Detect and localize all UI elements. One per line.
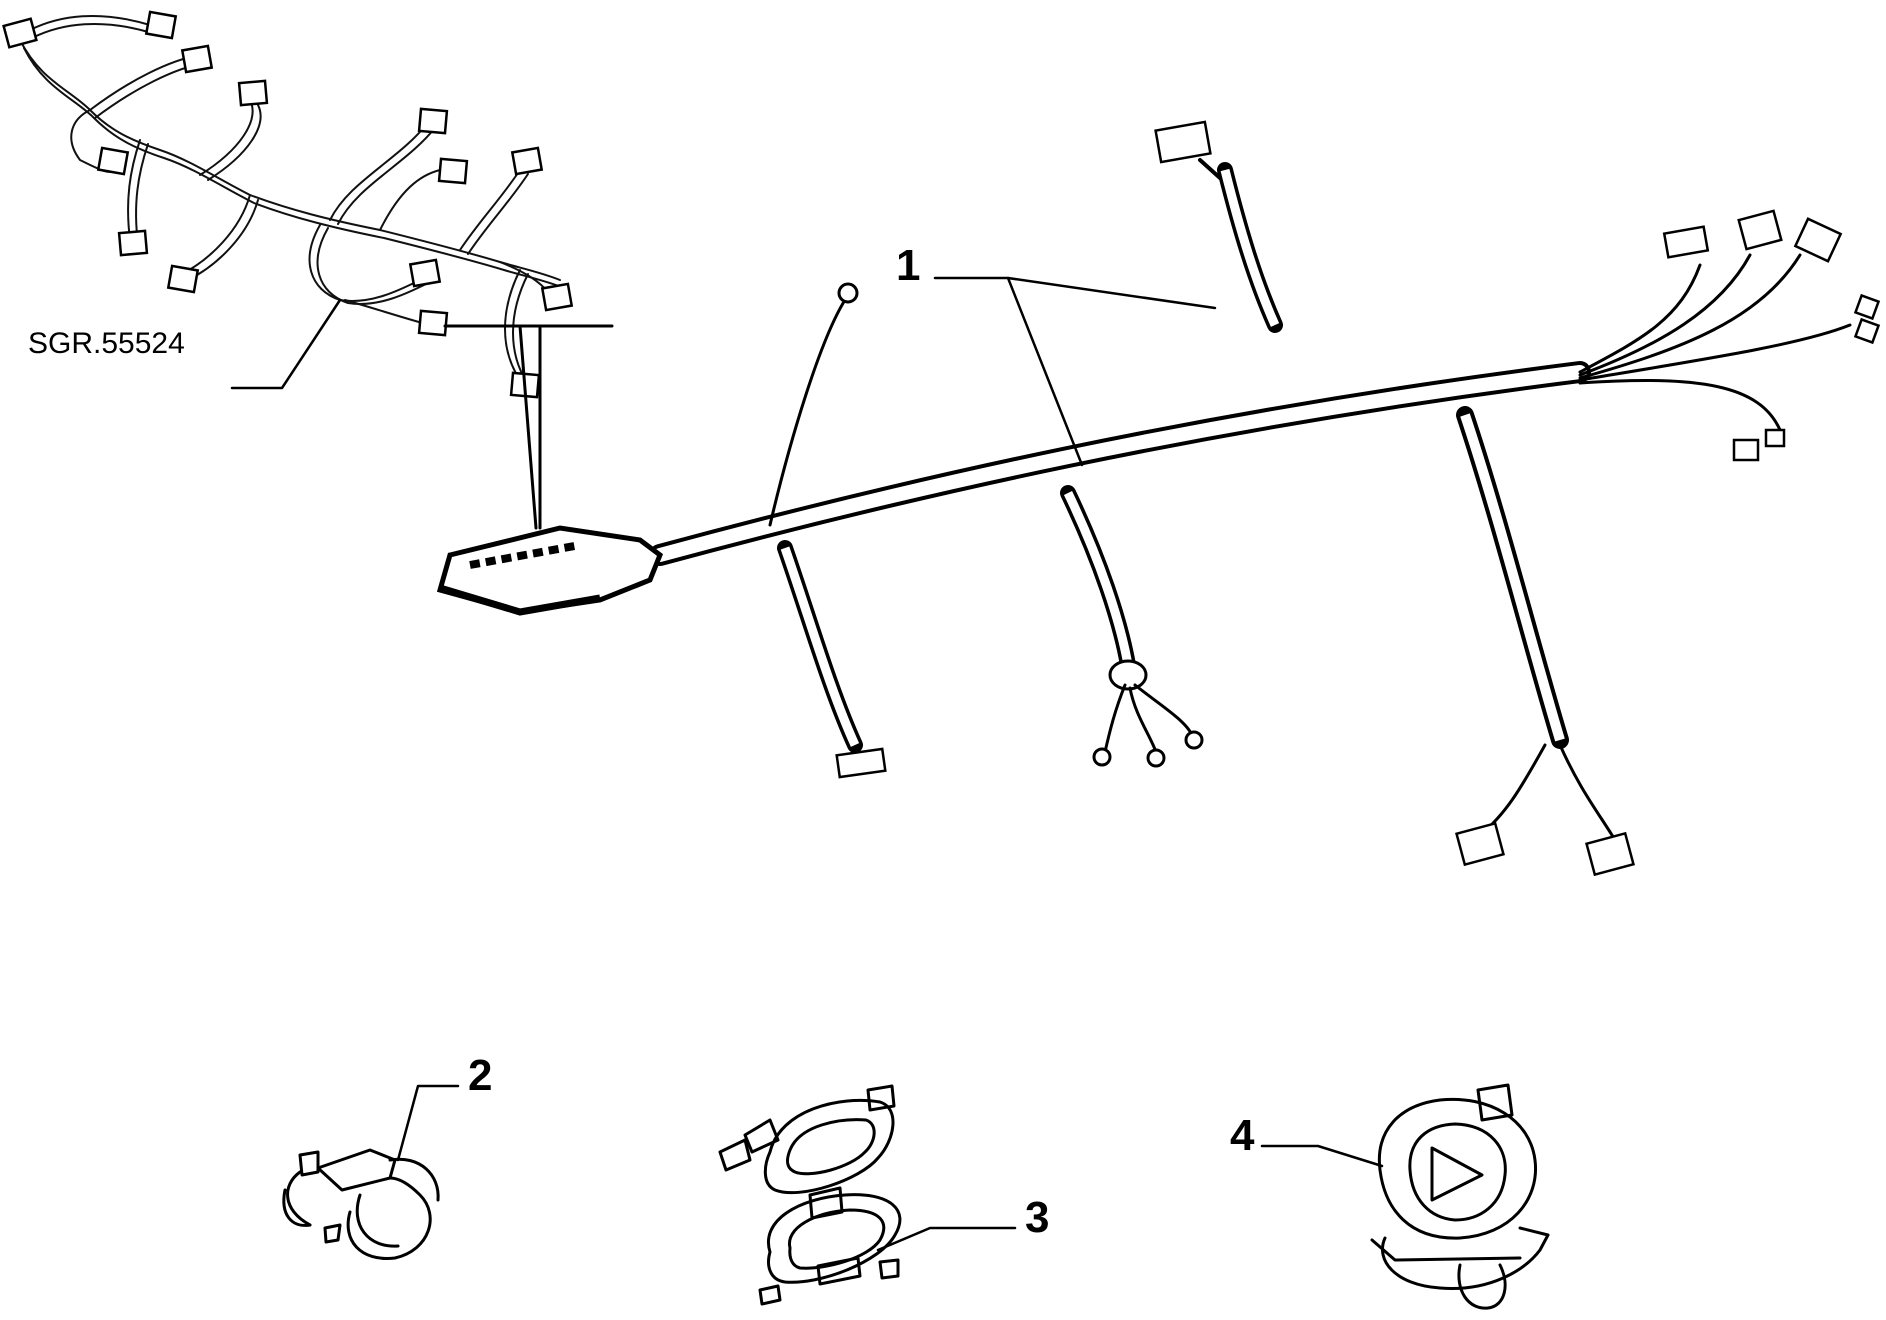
callout-1-label: 1 bbox=[896, 241, 920, 290]
lower-connector-right bbox=[1585, 831, 1635, 877]
indicator-marker bbox=[443, 324, 614, 530]
fan-connector-1 bbox=[1662, 225, 1710, 259]
callout-2-label: 2 bbox=[468, 1051, 492, 1100]
fan-connector-6 bbox=[1732, 438, 1760, 462]
callout-4-label: 4 bbox=[1230, 1111, 1255, 1160]
callout-1-leader-a bbox=[933, 276, 1217, 310]
grommet-bracket bbox=[1370, 1083, 1550, 1310]
fan-connector-4 bbox=[1853, 293, 1881, 321]
single-cable-clip bbox=[282, 1148, 440, 1260]
reference-label: SGR.55524 bbox=[28, 327, 185, 360]
fan-connector-2 bbox=[1737, 209, 1783, 251]
callout-3-leader bbox=[876, 1226, 1017, 1252]
callout-3-label: 3 bbox=[1025, 1193, 1049, 1242]
fan-connector-5 bbox=[1853, 317, 1881, 345]
eyelet-3 bbox=[1184, 730, 1204, 750]
eyelet-1 bbox=[1092, 747, 1112, 767]
ground-eyelet bbox=[837, 282, 859, 304]
lower-connector-left bbox=[1455, 821, 1505, 867]
top-connector bbox=[1154, 120, 1212, 164]
fan-connector-7 bbox=[1764, 428, 1786, 448]
branch-connector bbox=[835, 747, 887, 779]
reference-leader-line bbox=[230, 298, 342, 390]
eyelet-2 bbox=[1146, 748, 1166, 768]
callout-4-leader bbox=[1260, 1144, 1384, 1168]
callout-2-leader bbox=[396, 1084, 460, 1162]
double-cable-clip bbox=[718, 1084, 902, 1306]
wiring-harness bbox=[436, 120, 1881, 877]
callout-1-leader-b bbox=[1006, 276, 1084, 467]
fan-connector-3 bbox=[1793, 217, 1843, 263]
